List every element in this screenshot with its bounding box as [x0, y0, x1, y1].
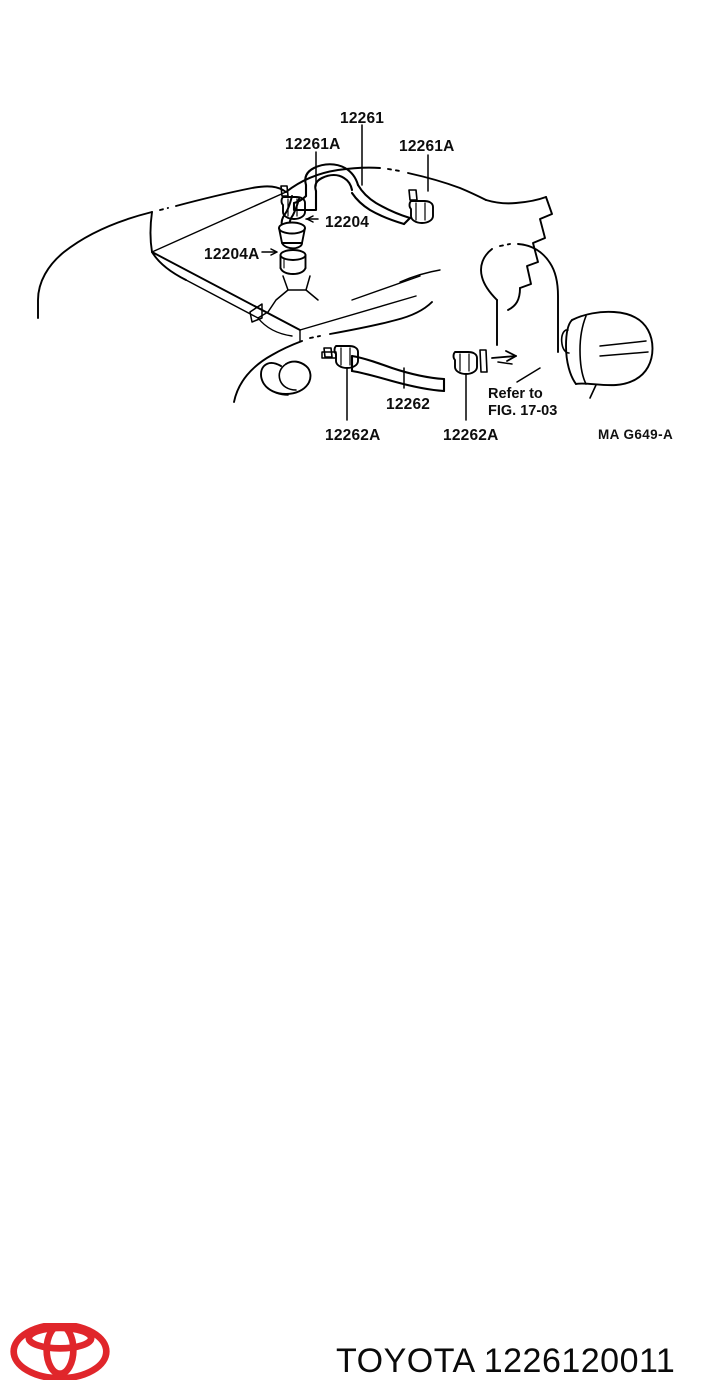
- leader-reference-note: [516, 367, 541, 383]
- canister-body: [571, 310, 654, 387]
- clamp-12261a-right-body: [408, 200, 434, 224]
- boss-tab: [249, 303, 263, 323]
- cover-face-edge-b: [185, 279, 259, 319]
- toyota-logo: [2, 1323, 118, 1380]
- cover-lower-ridge: [399, 269, 441, 283]
- reference-arrow-shaft: [491, 355, 517, 359]
- canister-seam-b: [599, 340, 647, 347]
- rib-a: [257, 317, 293, 337]
- clamp-12262a-right-body: [452, 351, 478, 375]
- connector-ferrule: [479, 349, 488, 373]
- pcv-valve-top-flange: [278, 221, 306, 235]
- hose-12261-upper-loop-outer: [304, 163, 360, 187]
- pcv-valve-base: [281, 242, 303, 250]
- clamp-12261a-left-body: [280, 196, 306, 220]
- cowl-mid-ridge: [151, 251, 187, 281]
- valve-cover-top-left: [285, 166, 381, 193]
- oil-filler-cap-outer: [260, 362, 309, 395]
- logo-horizontal-ellipse: [25, 1324, 95, 1352]
- clamp-12261a-left-tab: [280, 185, 289, 197]
- oil-filler-cap-lip: [267, 387, 289, 396]
- hose-12262-inner: [350, 369, 446, 393]
- cowl-left-edge: [37, 211, 153, 319]
- cover-face-edge-c: [151, 191, 287, 253]
- clamp-12261a-right-tab: [408, 189, 418, 201]
- footer: TOYOTA 1226120011: [0, 660, 720, 1380]
- small-bracket: [321, 351, 337, 359]
- cover-right-steps: [519, 196, 553, 289]
- air-duct-loop-right: [517, 243, 559, 353]
- cover-right-shoulder: [485, 196, 547, 205]
- label-12261a-right: 12261A: [399, 138, 455, 155]
- clamp-12262a-left-tab: [323, 347, 333, 358]
- leader-12204a-arrow: [270, 248, 278, 256]
- right-cover-lower: [507, 287, 521, 311]
- grommet-bottom: [279, 267, 307, 275]
- canister-neck: [560, 329, 570, 354]
- air-duct-loop-left: [480, 248, 498, 301]
- label-12204a: 12204A: [204, 246, 260, 263]
- hose-12261-right-run-inner: [350, 191, 406, 226]
- cowl-left-upper: [175, 185, 287, 207]
- canister-foot: [589, 384, 597, 399]
- parts-diagram: 12261 12261A 12261A 12204 12204A 12262 1…: [37, 110, 674, 444]
- engine-line-drawing: [37, 124, 654, 421]
- label-12261a-left: 12261A: [285, 136, 341, 153]
- label-12204: 12204: [325, 214, 370, 231]
- oil-filler-cap-inner: [278, 363, 297, 391]
- toyota-logo-mark: [10, 1323, 110, 1380]
- boss-face-right: [305, 289, 319, 301]
- label-12261: 12261: [340, 110, 385, 127]
- reference-arrow-second: [497, 361, 513, 365]
- hose-12261-upper-loop-inner: [314, 173, 354, 193]
- reference-note-line-1: Refer to: [488, 386, 543, 402]
- boss-face-edge: [257, 311, 269, 319]
- canister-seam-c: [599, 351, 649, 357]
- lower-body-left: [233, 340, 303, 403]
- label-12262a-left: 12262A: [325, 427, 381, 444]
- pcv-valve-body: [278, 227, 306, 244]
- hose-12261-right-tip: [402, 216, 412, 226]
- reference-note-line-2: FIG. 17-03: [488, 403, 558, 419]
- hose-12261-right-run-outer: [356, 183, 412, 220]
- label-12262a-right: 12262A: [443, 427, 499, 444]
- cover-lower-ridge-b: [351, 275, 421, 301]
- leader-12204-arrow: [306, 215, 314, 223]
- oil-filler-cap-right: [285, 360, 312, 385]
- cowl-left-inner: [149, 211, 153, 253]
- brand-and-part-number: TOYOTA 1226120011: [336, 1342, 676, 1380]
- canister-left-face: [565, 319, 577, 385]
- drawing-code: MA G649-A: [598, 427, 674, 442]
- cover-face-edge-a: [151, 251, 301, 331]
- valve-cover-top-right: [407, 172, 487, 201]
- lower-body-top: [329, 301, 433, 335]
- canister-seam-a: [579, 315, 587, 385]
- cover-face-edge-d: [299, 295, 417, 331]
- reference-arrow-head: [505, 350, 517, 362]
- grommet-boss: [282, 275, 311, 291]
- label-12262: 12262: [386, 396, 431, 413]
- hose-12262-outer: [350, 354, 446, 381]
- boss-face-left: [267, 289, 289, 313]
- pcv-elbow-outer: [280, 195, 293, 227]
